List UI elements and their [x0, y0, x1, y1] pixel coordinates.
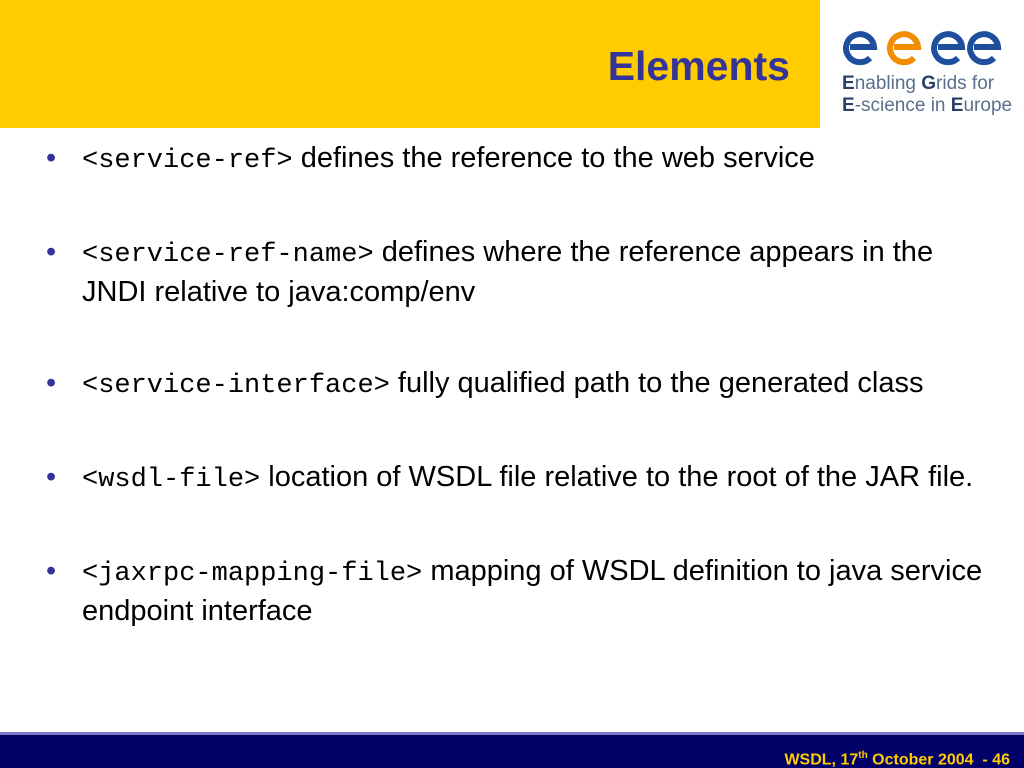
- logo-tagline-line2: E-science in Europe: [842, 95, 1013, 116]
- bullet-code: <service-ref-name>: [82, 240, 374, 270]
- logo-tagline-line1: Enabling Grids for: [842, 73, 995, 94]
- bullet-text: fully qualified path to the generated cl…: [389, 367, 924, 399]
- bullet-text: location of WSDL file relative to the ro…: [260, 461, 974, 493]
- bullet-item: <service-ref-name> defines where the ref…: [46, 234, 996, 311]
- header-band: Elements: [0, 0, 820, 128]
- bullet-code: <jaxrpc-mapping-file>: [82, 559, 423, 589]
- bullet-item: <wsdl-file> location of WSDL file relati…: [46, 459, 996, 499]
- bullet-item: <service-ref> defines the reference to t…: [46, 140, 996, 180]
- bullet-code: <wsdl-file>: [82, 465, 261, 495]
- egee-logo: Enabling Grids for E-science in Europe: [820, 0, 1024, 128]
- bullet-item: <service-interface> fully qualified path…: [46, 365, 996, 405]
- bullet-item: <jaxrpc-mapping-file> mapping of WSDL de…: [46, 553, 996, 630]
- bullet-list: <service-ref> defines the reference to t…: [46, 140, 996, 684]
- egee-wordmark-icon: [843, 31, 1002, 66]
- footer-band: [0, 732, 1024, 768]
- page-number: - 46: [982, 751, 1010, 768]
- bullet-code: <service-ref>: [82, 146, 293, 176]
- bullet-text: defines where the reference appears in t…: [82, 236, 934, 308]
- footer-text: WSDL, 17th October 2004 - 46: [784, 750, 1010, 768]
- bullet-code: <service-interface>: [82, 371, 390, 401]
- bullet-text: mapping of WSDL definition to java servi…: [82, 555, 983, 627]
- bullet-text: defines the reference to the web service: [292, 142, 815, 174]
- slide-title: Elements: [607, 43, 790, 89]
